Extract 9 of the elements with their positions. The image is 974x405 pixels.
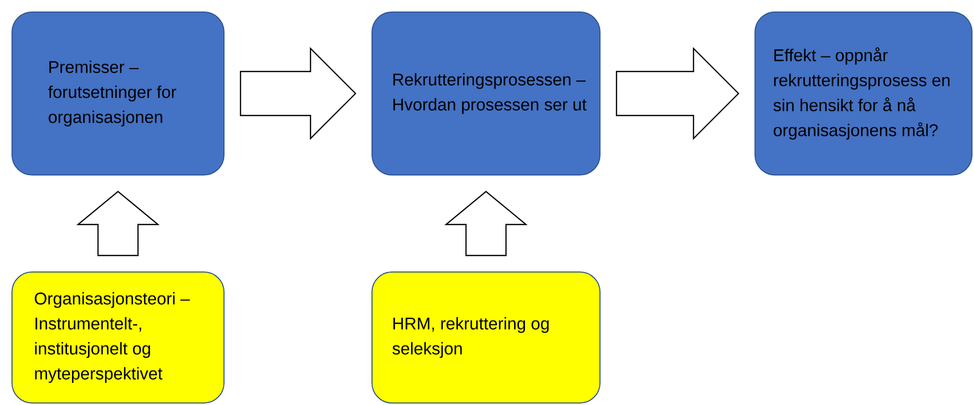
process-box: Effekt – oppnår rekrutteringsprosess en sin hensikt for å nå organisasjonens mål?	[754, 12, 972, 176]
block-arrow	[240, 47, 356, 140]
input-box: Organisasjonsteori – Instrumentelt-, institusjonelt og myteperspektivet	[12, 272, 224, 404]
input-box: HRM, rekruttering og seleksjon	[372, 272, 600, 404]
block-arrow	[616, 47, 740, 140]
process-box: Premisser – forutsetninger for organisasjonen	[12, 12, 224, 176]
block-arrow	[76, 190, 160, 256]
process-box: Rekrutteringsprosessen – Hvordan prosessen ser ut	[372, 12, 600, 176]
block-arrow	[444, 190, 528, 256]
